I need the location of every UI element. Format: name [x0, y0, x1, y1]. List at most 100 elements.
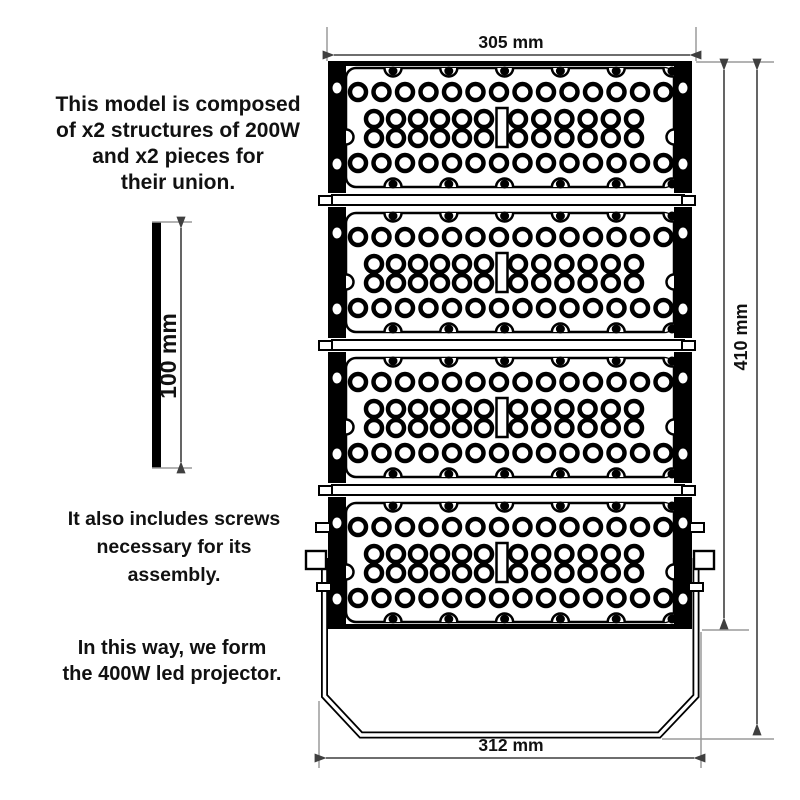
led-hole	[606, 587, 627, 609]
screw-dot	[667, 356, 677, 366]
led-hole	[451, 108, 473, 130]
screw-dot	[611, 356, 621, 366]
led-hole	[371, 371, 392, 393]
led-hole	[407, 108, 429, 130]
note-line: their union.	[120, 171, 236, 194]
rail-hole	[678, 303, 688, 315]
led-hole	[577, 272, 598, 294]
union-piece-2	[318, 339, 696, 351]
led-hole	[347, 516, 369, 538]
union-tab-right	[681, 195, 696, 206]
led-hole	[582, 516, 604, 538]
screw-dot	[444, 179, 454, 189]
led-hole	[407, 398, 429, 420]
led-hole	[577, 253, 598, 275]
side-notch	[665, 273, 674, 291]
dimension-right-height: 410 mm	[662, 58, 774, 740]
side-rail-left	[328, 62, 346, 193]
led-hole	[371, 516, 392, 538]
led-module-4	[328, 497, 692, 628]
led-hole	[488, 371, 510, 393]
led-hole	[512, 442, 533, 464]
led-hole	[512, 226, 533, 248]
led-hole	[488, 297, 510, 319]
center-slot	[495, 106, 509, 149]
rail-hole	[678, 517, 688, 529]
led-hole	[535, 152, 557, 174]
screw-dot	[500, 501, 510, 511]
led-hole	[371, 226, 392, 248]
note-line: and x2 pieces for	[92, 145, 264, 168]
side-notch	[346, 418, 355, 436]
side-bolt-left	[315, 522, 331, 533]
yoke-inner	[322, 558, 698, 737]
led-hole	[488, 81, 510, 103]
note-screws: It also includes screws necessary for it…	[38, 505, 310, 589]
led-hole	[465, 442, 486, 464]
screw-dot	[555, 614, 565, 624]
rail-hole	[332, 227, 342, 239]
screw-dot	[555, 356, 565, 366]
led-hole	[473, 543, 495, 565]
led-hole	[512, 297, 533, 319]
led-hole	[488, 152, 510, 174]
led-hole	[653, 442, 674, 464]
led-hole	[629, 297, 651, 319]
screw-dot	[555, 324, 565, 334]
led-hole	[577, 417, 598, 439]
led-hole	[512, 81, 533, 103]
led-hole	[394, 81, 416, 103]
side-notch	[346, 128, 355, 146]
led-hole	[606, 81, 627, 103]
screw-dot	[555, 179, 565, 189]
union-piece-1	[318, 194, 696, 206]
screw-dot	[388, 211, 398, 221]
screw-dot	[500, 179, 510, 189]
screw-dot	[555, 66, 565, 76]
led-hole	[623, 253, 645, 275]
screw-dot	[611, 66, 621, 76]
led-hole	[385, 398, 407, 420]
led-hole	[600, 562, 622, 584]
led-hole	[465, 371, 486, 393]
led-hole	[488, 516, 510, 538]
led-hole	[465, 152, 486, 174]
rail-hole	[678, 372, 688, 384]
side-notch	[665, 128, 674, 146]
led-hole	[347, 297, 369, 319]
led-hole	[507, 398, 529, 420]
led-hole	[473, 398, 495, 420]
union-tab-right	[681, 485, 696, 496]
led-hole	[394, 516, 416, 538]
led-hole	[577, 127, 598, 149]
led-hole	[629, 152, 651, 174]
led-hole	[418, 81, 439, 103]
screw-dot	[388, 356, 398, 366]
screw-dot	[667, 179, 677, 189]
led-hole	[554, 253, 575, 275]
side-rail-right	[674, 497, 692, 628]
arm-collar-right	[688, 582, 704, 592]
led-hole	[441, 81, 463, 103]
rail-hole	[678, 227, 688, 239]
led-hole	[451, 398, 473, 420]
top-cap	[328, 61, 692, 66]
screw-dot	[500, 469, 510, 479]
led-hole	[512, 516, 533, 538]
led-hole	[530, 562, 552, 584]
note-composition: This model is composed of x2 structures …	[24, 92, 332, 196]
rail-hole	[332, 448, 342, 460]
screw-dot	[388, 179, 398, 189]
led-hole	[530, 272, 552, 294]
screw-dot	[667, 501, 677, 511]
led-hole	[554, 398, 575, 420]
pivot-knob-right	[692, 549, 716, 571]
led-hole	[606, 152, 627, 174]
led-hole	[385, 108, 407, 130]
led-hole	[554, 272, 575, 294]
led-hole	[429, 562, 451, 584]
led-hole	[429, 272, 451, 294]
led-hole	[371, 442, 392, 464]
note-result: In this way, we form the 400W led projec…	[28, 635, 316, 687]
